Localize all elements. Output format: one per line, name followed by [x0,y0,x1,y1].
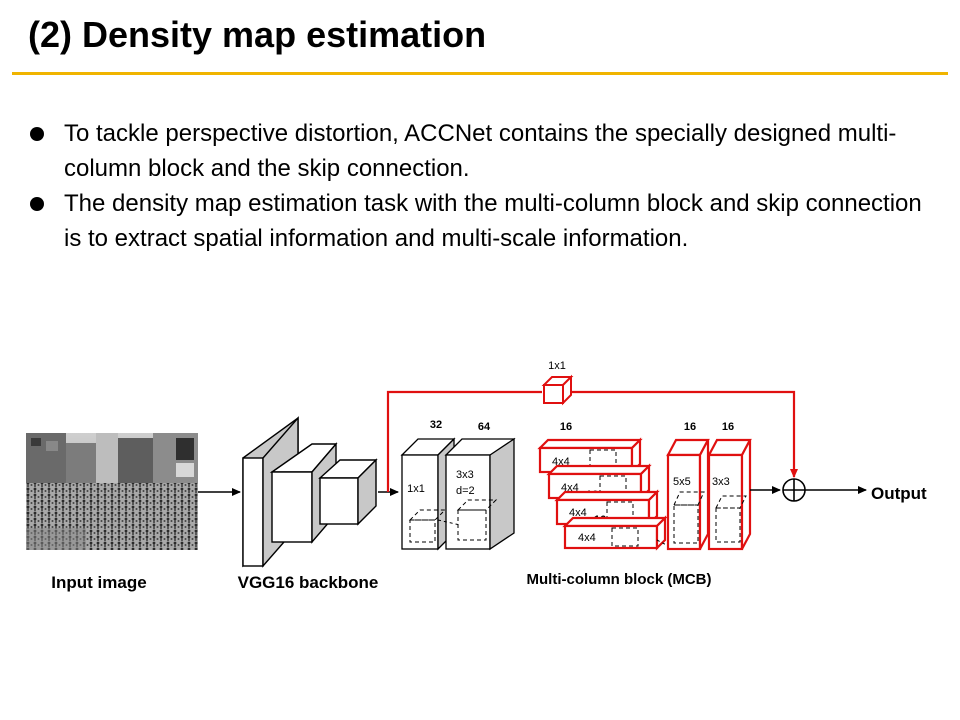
bullet-list: To tackle perspective distortion, ACCNet… [28,116,928,256]
column-5x5-kernel: 5x5 [673,476,691,488]
bullet-item: The density map estimation task with the… [28,186,928,256]
bullet-dot [30,197,44,211]
slide-title: (2) Density map estimation [28,14,487,55]
conv1-channels: 32 [430,419,442,431]
multi-column-layer-3 [554,489,660,527]
bullet-text: The density map estimation task with the… [64,190,922,252]
column-3x3-kernel: 3x3 [712,476,730,488]
conv2-block [444,437,516,551]
title-underline [12,72,948,75]
input-image [26,433,198,550]
skip-connection-line [386,390,542,492]
multi-channels-label: 16 [560,421,572,433]
conv2-channels: 64 [478,421,491,433]
backbone-block-small [318,458,378,526]
output-label: Output [871,484,927,503]
input-image-label: Input image [51,573,146,592]
bullet-text: To tackle perspective distortion, ACCNet… [64,120,897,182]
dashed-connector [437,519,461,526]
column-5x5-block [666,438,710,551]
column-3x3-channels: 16 [722,421,734,433]
skip-kernel-label: 1x1 [548,360,566,372]
backbone-label: VGG16 backbone [238,573,379,592]
mcb-label: Multi-column block (MCB) [527,571,712,588]
multi-kernel-3: 4x4 [569,507,587,519]
skip-conv-block [541,374,574,406]
multi-column-layer-4 [562,515,668,551]
bullet-dot [30,127,44,141]
conv2-kernel: 3x3 [456,469,474,481]
conv2-dilation: d=2 [456,485,475,497]
sum-node-icon [782,478,806,502]
column-3x3-block [707,438,752,551]
bullet-item: To tackle perspective distortion, ACCNet… [28,116,928,186]
multi-kernel-4: 4x4 [578,532,596,544]
column-5x5-channels: 16 [684,421,696,433]
conv1-kernel: 1x1 [407,483,425,495]
skip-connection-line-out [571,390,798,478]
